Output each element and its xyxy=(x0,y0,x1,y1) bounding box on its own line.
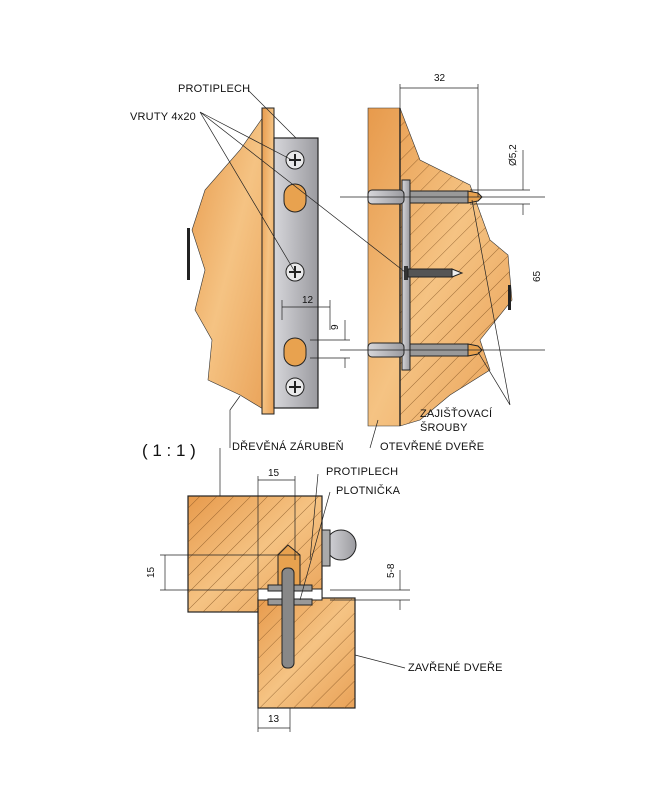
label-zavrene: ZAVŘENÉ DVEŘE xyxy=(408,662,503,674)
label-zajistovaci: ZAJIŠŤOVACÍ xyxy=(420,408,493,420)
label-vruty: VRUTY 4x20 xyxy=(130,111,196,123)
label-otevrene: OTEVŘENÉ DVEŘE xyxy=(380,441,485,453)
dim-13: 13 xyxy=(268,714,280,725)
dim-12: 12 xyxy=(302,295,314,306)
door-open-view xyxy=(367,107,513,427)
dim-5-8: 5-8 xyxy=(386,563,397,578)
dim-15-side: 15 xyxy=(146,566,157,578)
label-srouby: ŠROUBY xyxy=(420,422,468,434)
label-zarubne: DŘEVĚNÁ ZÁRUBEŇ xyxy=(232,441,344,453)
dim-65: 65 xyxy=(532,270,543,282)
dim-d52: Ø5,2 xyxy=(508,144,519,166)
dim-15-top: 15 xyxy=(268,468,280,479)
closed-section xyxy=(187,495,357,709)
dim-32: 32 xyxy=(434,73,446,84)
dim-9: 9 xyxy=(330,324,341,330)
label-protiplech-top: PROTIPLECH xyxy=(178,83,251,95)
label-plotnicka: PLOTNIČKA xyxy=(336,485,401,497)
scale-label: ( 1 : 1 ) xyxy=(142,441,196,460)
frame-top-view xyxy=(187,107,319,415)
label-protiplech-bottom: PROTIPLECH xyxy=(326,466,399,478)
